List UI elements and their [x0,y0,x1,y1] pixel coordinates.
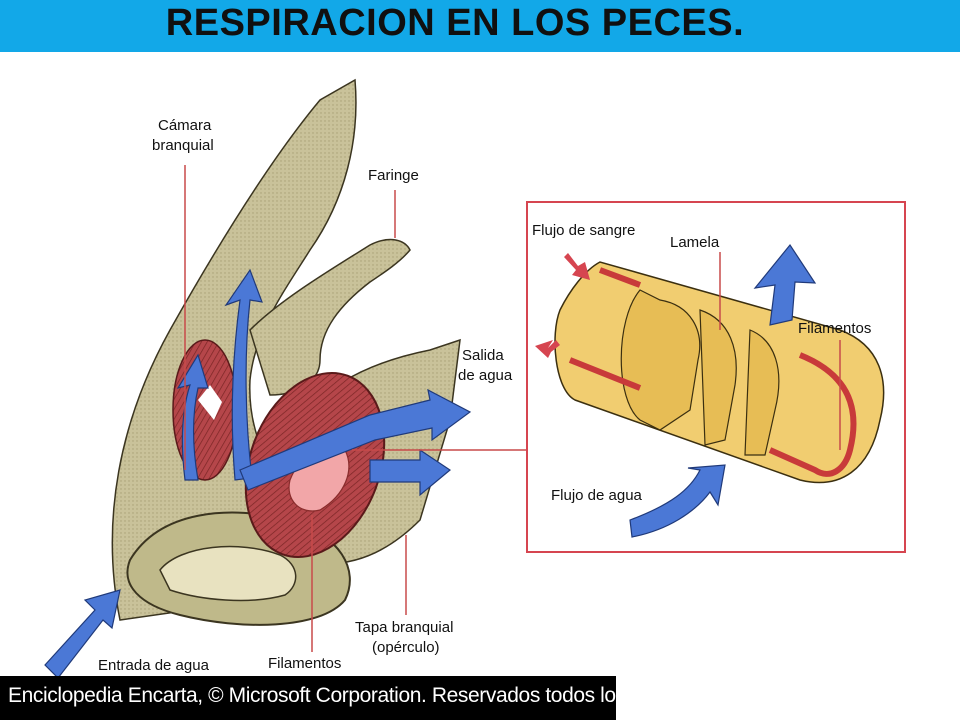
label-salida-1: Salida [462,347,504,364]
leader-lines [184,165,527,652]
gill-arch [244,372,386,558]
label-filamentos-inset: Filamentos [798,320,871,337]
main-labels: Cámara branquial Faringe Salida de agua … [98,117,513,674]
label-tapa-1: Tapa branquial [355,619,453,636]
label-camara-2: branquial [152,137,214,154]
fish-respiration-diagram: Cámara branquial Faringe Salida de agua … [44,78,906,676]
label-filamentos-main: Filamentos [268,655,341,672]
credit-text: Enciclopedia Encarta, © Microsoft Corpor… [8,684,720,707]
label-entrada: Entrada de agua [98,657,210,674]
page-title: RESPIRACION EN LOS PECES. [165,2,745,44]
label-faringe: Faringe [368,167,419,184]
label-flujo-sangre: Flujo de sangre [532,222,635,239]
label-flujo-agua: Flujo de agua [551,487,643,504]
gill-filament-inset: Flujo de sangre Lamela Filamentos Flujo … [526,201,906,553]
label-tapa-2: (opérculo) [372,639,440,656]
label-salida-2: de agua [458,367,513,384]
label-camara-1: Cámara [158,117,212,134]
credit-bar: Enciclopedia Encarta, © Microsoft Corpor… [0,676,720,720]
title-bar: RESPIRACION EN LOS PECES. [0,0,960,52]
label-lamela: Lamela [670,234,720,251]
